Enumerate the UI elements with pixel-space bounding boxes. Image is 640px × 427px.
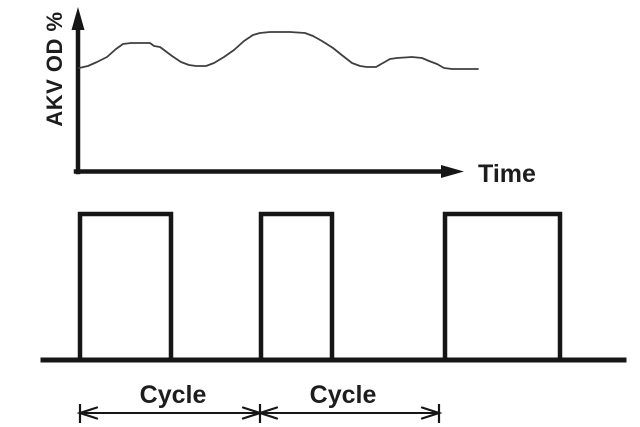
- pulse-2: [258, 211, 335, 363]
- x-axis-label: Time: [478, 160, 536, 188]
- pulse-1: [77, 211, 174, 363]
- x-axis-arrow-icon: [441, 165, 464, 178]
- pulse-train: [40, 211, 627, 363]
- cycle-label-1: Cycle: [140, 381, 207, 409]
- top-chart: AKV OD % Time: [42, 7, 536, 188]
- y-axis-arrow-icon: [71, 7, 85, 30]
- cycle-label-2: Cycle: [310, 381, 377, 409]
- arrowhead-left-icon: [256, 406, 279, 420]
- y-axis-label: AKV OD %: [42, 11, 67, 126]
- pulse-3: [442, 211, 563, 363]
- akv-od-signal-curve: [78, 31, 479, 70]
- cycle-dimensions: [76, 404, 443, 423]
